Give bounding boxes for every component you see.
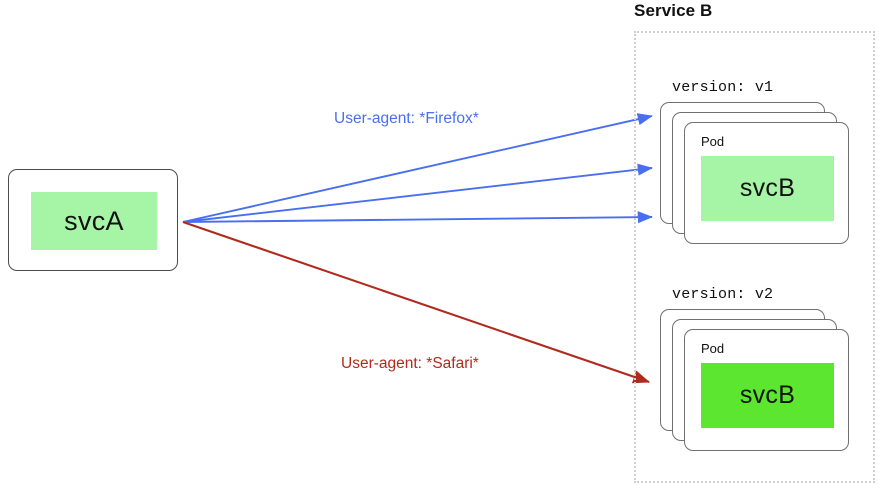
version-label-v2: version: v2 <box>672 286 774 303</box>
service-a-label: svcA <box>64 205 124 236</box>
service-b-title: Service B <box>634 1 713 20</box>
edge-label-safari: User-agent: *Safari* <box>341 355 479 372</box>
pod-fill-v2: svcB <box>701 363 834 428</box>
pod-label-v2: Pod <box>701 341 725 356</box>
edge-firefox-pod-2 <box>182 163 653 223</box>
pod-label-v1: Pod <box>701 134 725 149</box>
edge-firefox-pod-3 <box>182 211 653 224</box>
pod-fill-v1: svcB <box>701 156 834 221</box>
pod-text-v2: svcB <box>739 381 796 409</box>
version-label-v1: version: v1 <box>672 79 774 96</box>
pod-text-v1: svcB <box>739 174 796 202</box>
pod-card-v2-front: Pod svcB <box>684 329 849 451</box>
pod-card-v1-front: Pod svcB <box>684 122 849 244</box>
pod-stack-v2: Pod svcB <box>660 309 860 469</box>
service-b-group <box>634 31 875 483</box>
edge-label-firefox: User-agent: *Firefox* <box>334 110 479 127</box>
pod-stack-v1: Pod svcB <box>660 102 860 262</box>
service-a-box: svcA <box>8 169 178 271</box>
edge-firefox-pod-1 <box>182 113 653 223</box>
service-a-fill: svcA <box>31 192 157 250</box>
